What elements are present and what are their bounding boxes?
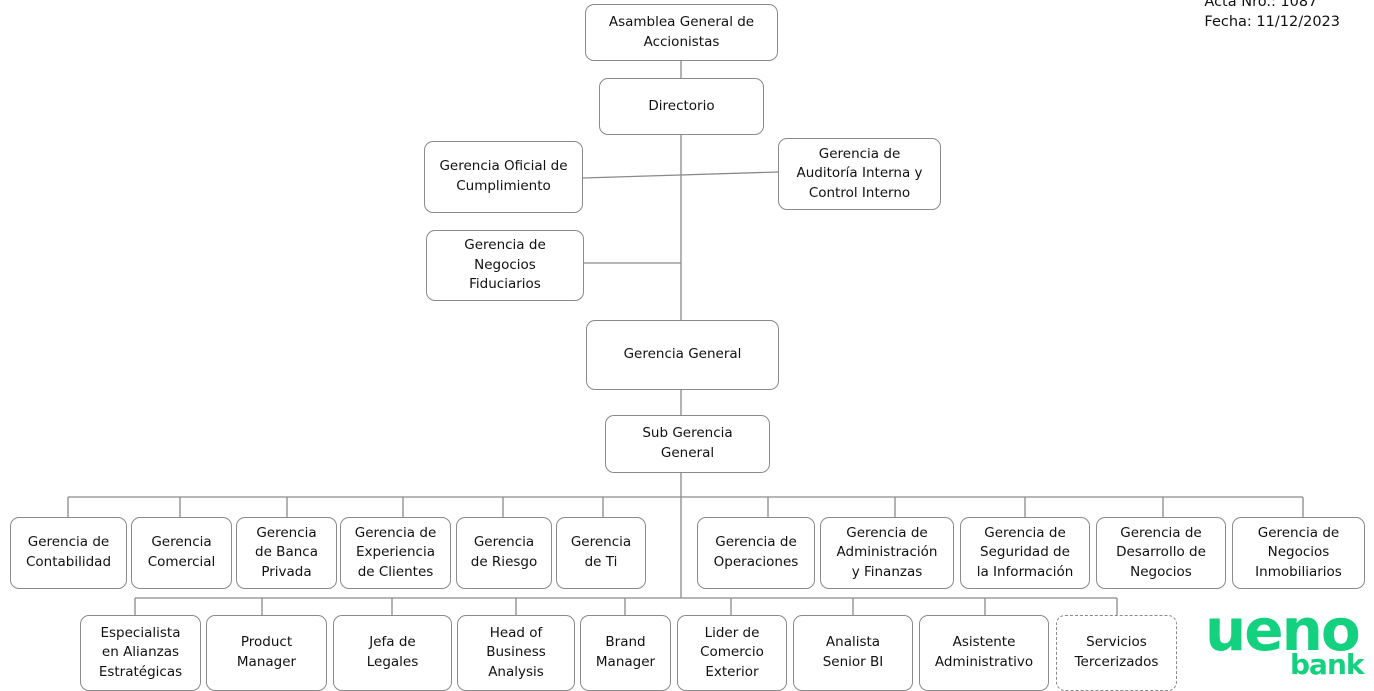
node-lider-comercio-exterior: Lider de Comercio Exterior [677,615,787,691]
node-contabilidad: Gerencia de Contabilidad [10,517,127,589]
node-sub-gerencia-general: Sub Gerencia General [605,415,770,473]
node-analista-senior-bi: Analista Senior BI [793,615,913,691]
node-comercial: Gerencia Comercial [131,517,232,589]
node-desarrollo-negocios: Gerencia de Desarrollo de Negocios [1096,517,1226,589]
node-directorio: Directorio [599,78,764,135]
node-riesgo: Gerencia de Riesgo [456,517,552,589]
document-meta: Acta Nro.: 1087 Fecha: 11/12/2023 [1204,0,1340,32]
node-administracion-finanzas: Gerencia de Administración y Finanzas [820,517,954,589]
node-negocios-inmobiliarios: Gerencia de Negocios Inmobiliarios [1232,517,1365,589]
acta-date: Fecha: 11/12/2023 [1204,14,1340,30]
node-ti: Gerencia de Ti [556,517,646,589]
node-operaciones: Gerencia de Operaciones [697,517,815,589]
node-asistente-administrativo: Asistente Administrativo [919,615,1049,691]
node-fiduciarios: Gerencia de Negocios Fiduciarios [426,230,584,301]
node-head-business-analysis: Head of Business Analysis [457,615,575,691]
acta-number: Acta Nro.: 1087 [1204,0,1318,10]
logo-word-ueno: ueno [1205,596,1361,664]
node-experiencia-clientes: Gerencia de Experiencia de Clientes [340,517,451,589]
logo-word-bank: bank [1290,648,1364,681]
node-gerencia-general: Gerencia General [586,320,779,390]
node-servicios-tercerizados: Servicios Tercerizados [1056,615,1177,691]
node-cumplimiento: Gerencia Oficial de Cumplimiento [424,141,583,213]
connector-lines [67,61,1304,615]
node-asamblea: Asamblea General de Accionistas [585,4,778,61]
node-auditoria: Gerencia de Auditoría Interna y Control … [778,138,941,210]
node-banca-privada: Gerencia de Banca Privada [236,517,337,589]
ueno-bank-logo: ueno bank [1205,596,1364,688]
node-especialista-alianzas: Especialista en Alianzas Estratégicas [80,615,201,691]
node-product-manager: Product Manager [206,615,327,691]
node-jefa-legales: Jefa de Legales [333,615,452,691]
node-brand-manager: Brand Manager [580,615,671,691]
node-seguridad-informacion: Gerencia de Seguridad de la Información [960,517,1090,589]
